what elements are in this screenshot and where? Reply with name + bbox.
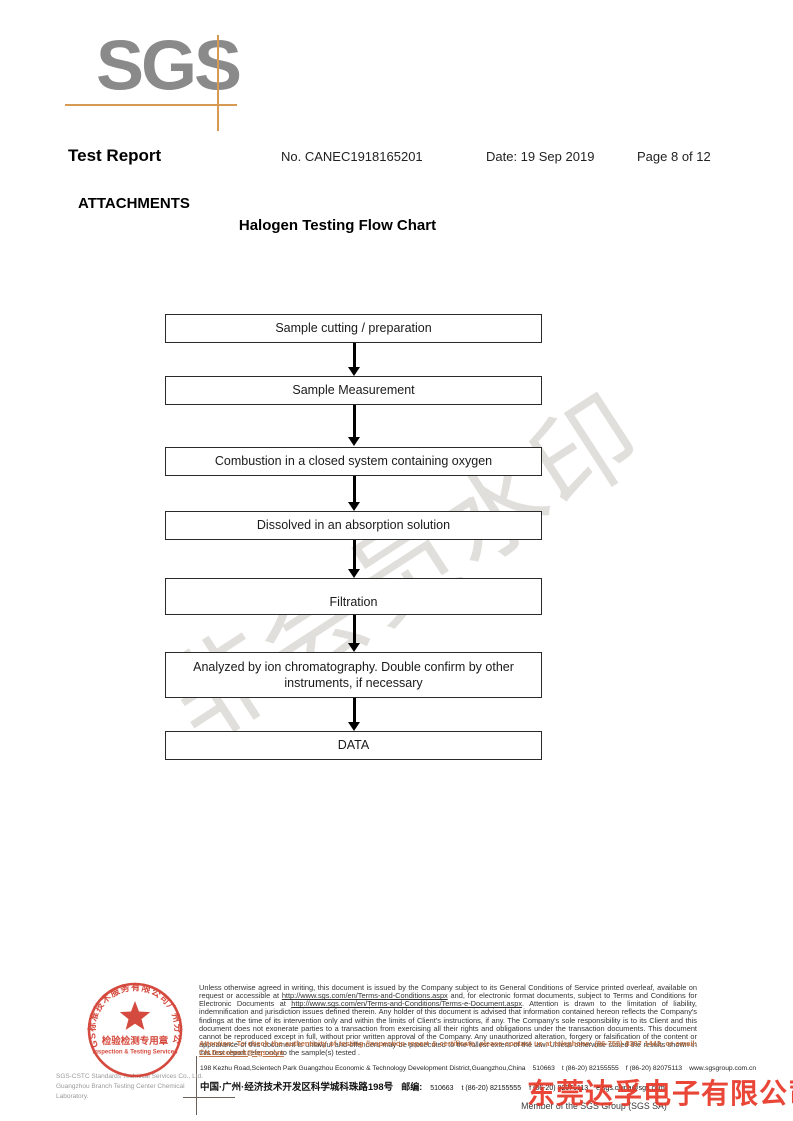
flow-arrow-down bbox=[347, 615, 361, 652]
disclaimer-seg1: Unless otherwise agreed in writing, this… bbox=[199, 983, 697, 1001]
stamp-center-line1: 检验检测专用章 bbox=[102, 1035, 169, 1047]
flow-step-combustion: Combustion in a closed system containing… bbox=[165, 447, 542, 476]
doccheck-email-link[interactable]: CN.Doccheck@sgs.com bbox=[199, 1047, 284, 1057]
stamp-center-line2: Inspection & Testing Services bbox=[93, 1050, 179, 1056]
footer-crosshair-horizontal bbox=[183, 1097, 235, 1098]
terms-e-document-link[interactable]: http://www.sgs.com/en/Terms-and-Conditio… bbox=[291, 999, 523, 1009]
flow-step-label: Sample Measurement bbox=[292, 383, 415, 398]
attention-text: Attention: To check the authenticity of … bbox=[199, 1039, 697, 1048]
address-street-cn: 中国·广州·经济技术开发区科学城科珠路198号 bbox=[200, 1082, 394, 1093]
flow-arrow-down bbox=[347, 405, 361, 446]
page-indicator: Page 8 of 12 bbox=[637, 149, 711, 164]
flow-step-label: Sample cutting / preparation bbox=[275, 321, 432, 336]
stamp-company-line2: Guangzhou Branch Testing Center Chemical… bbox=[56, 1083, 185, 1101]
disclaimer-seg3: . Attention is drawn to the limitation o… bbox=[199, 999, 697, 1058]
sgs-email[interactable]: e sgs.china@sgs.com bbox=[596, 1085, 665, 1092]
disclaimer-text: Unless otherwise agreed in writing, this… bbox=[199, 983, 697, 1058]
address-line-cn: 中国·广州·经济技术开发区科学城科珠路198号 邮编: 510663 t (86… bbox=[200, 1079, 700, 1093]
flow-arrow-down bbox=[347, 343, 361, 376]
flow-step-label: DATA bbox=[337, 738, 370, 753]
company-overlay-stamp: 东莞达孚电子有限公司 bbox=[527, 1078, 793, 1109]
flow-step-label: Filtration bbox=[329, 594, 378, 609]
flow-step-data: DATA bbox=[165, 731, 542, 760]
logo-crosshair-horizontal bbox=[65, 104, 237, 106]
address-street-en: 198 Kezhu Road,Scientech Park Guangzhou … bbox=[200, 1065, 526, 1072]
address-tel-cn: t (86-20) 82155555 bbox=[461, 1085, 522, 1092]
postcode-label-cn: 邮编: bbox=[401, 1082, 423, 1092]
report-number: No. CANEC1918165201 bbox=[281, 149, 423, 164]
flow-step-label: Dissolved in an absorption solution bbox=[256, 518, 451, 533]
flow-arrow-down bbox=[347, 698, 361, 731]
flow-step-analyzed: Analyzed by ion chromatography. Double c… bbox=[165, 652, 542, 698]
address-postcode-cn: 510663 bbox=[430, 1085, 454, 1092]
address-tel-en: t (86-20) 82155555 bbox=[561, 1065, 619, 1072]
inspection-stamp-seal: SGS标准技术服务有限公司广州分公司 检验检测专用章 Inspection & … bbox=[78, 978, 183, 1078]
flow-step-label: Combustion in a closed system containing… bbox=[214, 454, 493, 469]
sgs-member-line: Member of the SGS Group (SGS SA) bbox=[521, 1101, 667, 1111]
attachments-heading: ATTACHMENTS bbox=[78, 195, 190, 212]
flow-arrow-down bbox=[347, 540, 361, 578]
report-date: Date: 19 Sep 2019 bbox=[486, 149, 595, 164]
attention-notice: Attention: To check the authenticity of … bbox=[199, 1039, 697, 1057]
terms-link[interactable]: http://www.sgs.com/en/Terms-and-Conditio… bbox=[281, 991, 448, 1001]
flow-chart-title: Halogen Testing Flow Chart bbox=[238, 217, 437, 234]
flow-step-sample-cutting: Sample cutting / preparation bbox=[165, 314, 542, 343]
flow-step-dissolved: Dissolved in an absorption solution bbox=[165, 511, 542, 540]
flow-step-filtration: Filtration bbox=[165, 578, 542, 615]
flow-step-sample-measurement: Sample Measurement bbox=[165, 376, 542, 405]
stamp-star-icon bbox=[119, 1001, 151, 1030]
sgs-website[interactable]: www.sgsgroup.com.cn bbox=[689, 1065, 757, 1072]
disclaimer-seg2: and, for electronic format documents, su… bbox=[199, 991, 697, 1009]
logo-crosshair-vertical bbox=[217, 35, 219, 131]
address-fax-cn: f (86-20) 82075113 bbox=[529, 1085, 589, 1092]
flow-step-label: Analyzed by ion chromatography. Double c… bbox=[193, 659, 514, 690]
address-line-en: 198 Kezhu Road,Scientech Park Guangzhou … bbox=[200, 1065, 756, 1072]
report-title: Test Report bbox=[68, 146, 162, 165]
address-postcode-en: 510663 bbox=[532, 1065, 555, 1072]
flow-arrow-down bbox=[347, 476, 361, 511]
address-fax-en: f (86-20) 82075113 bbox=[625, 1065, 683, 1072]
footer-crosshair-vertical bbox=[196, 1056, 197, 1115]
